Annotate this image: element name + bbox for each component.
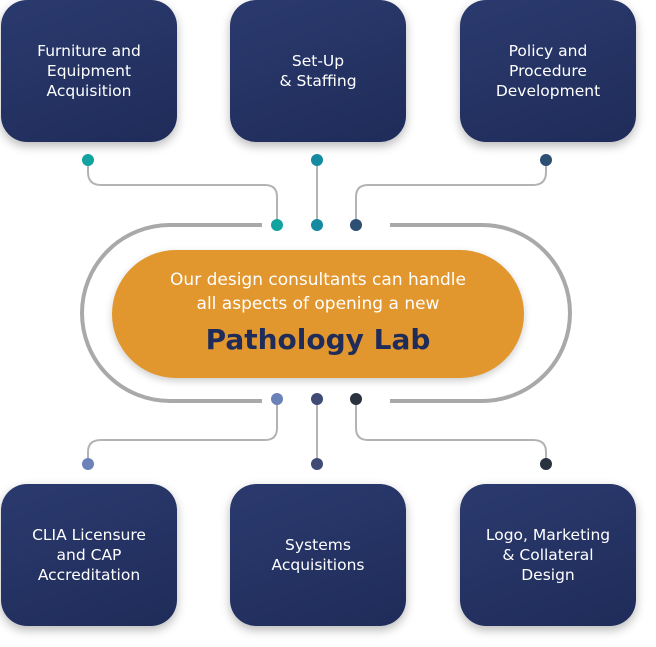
center-line-1: Our design consultants can handle	[170, 270, 466, 290]
box-logo-marketing-label: Logo, Marketing & Collateral Design	[485, 526, 611, 584]
connector-dot-furniture-outer	[82, 154, 94, 166]
connector-dot-policy-inner	[350, 219, 362, 231]
track-right	[390, 223, 572, 403]
box-systems-label: Systems Acquisitions	[271, 536, 365, 574]
box-policy-label: Policy and Procedure Development	[495, 42, 601, 100]
connector-clia	[87, 399, 278, 464]
track-left	[80, 223, 262, 403]
center-title: Pathology Lab	[205, 323, 431, 356]
center-pill: Our design consultants can handle all as…	[112, 250, 524, 378]
connector-logo	[355, 399, 547, 464]
box-furniture-label: Furniture and Equipment Acquisition	[37, 42, 141, 100]
connector-dot-clia-outer	[82, 458, 94, 470]
box-furniture: Furniture and Equipment Acquisition	[1, 0, 177, 142]
connector-dot-setup-outer	[311, 154, 323, 166]
box-setup-staffing: Set-Up & Staffing	[230, 0, 406, 142]
box-systems: Systems Acquisitions	[230, 484, 406, 626]
box-clia: CLIA Licensure and CAP Accreditation	[1, 484, 177, 626]
connector-dot-systems-inner	[311, 393, 323, 405]
connector-dot-policy-outer	[540, 154, 552, 166]
box-policy: Policy and Procedure Development	[460, 0, 636, 142]
connector-dot-setup-inner	[311, 219, 323, 231]
connector-dot-systems-outer	[311, 458, 323, 470]
connector-dot-logo-outer	[540, 458, 552, 470]
box-setup-staffing-label: Set-Up & Staffing	[279, 52, 357, 90]
connector-dot-clia-inner	[271, 393, 283, 405]
connector-policy	[355, 160, 547, 225]
box-logo-marketing: Logo, Marketing & Collateral Design	[460, 484, 636, 626]
box-clia-label: CLIA Licensure and CAP Accreditation	[32, 526, 146, 584]
connector-furniture	[87, 160, 278, 225]
center-line-2: all aspects of opening a new	[196, 294, 440, 314]
connector-dot-logo-inner	[350, 393, 362, 405]
connector-dot-furniture-inner	[271, 219, 283, 231]
